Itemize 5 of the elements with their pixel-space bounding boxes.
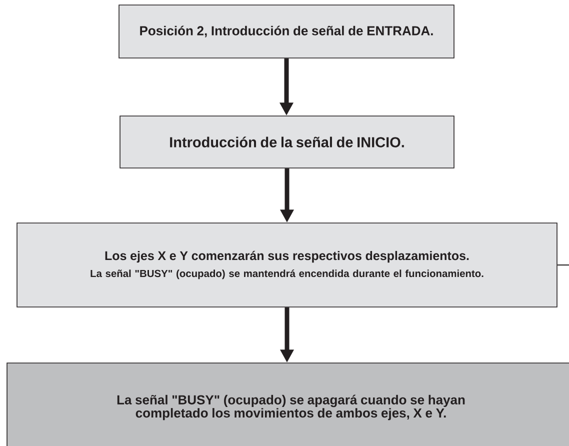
connector-line — [556, 264, 569, 266]
process-box: Posición 2, Introducción de señal de ENTRADA. — [118, 4, 454, 58]
process-box: La señal "BUSY" (ocupado) se apagará cuando se hayan completado los movimientos de ambos ejes, X e Y. — [6, 362, 569, 446]
process-box: Los ejes X e Y comenzarán sus respectivos desplazamientos. La señal "BUSY" (ocupado) se mantendrá encendida durante el funcionamiento. — [16, 222, 558, 308]
process-box: Introducción de la señal de INICIO. — [120, 116, 454, 168]
